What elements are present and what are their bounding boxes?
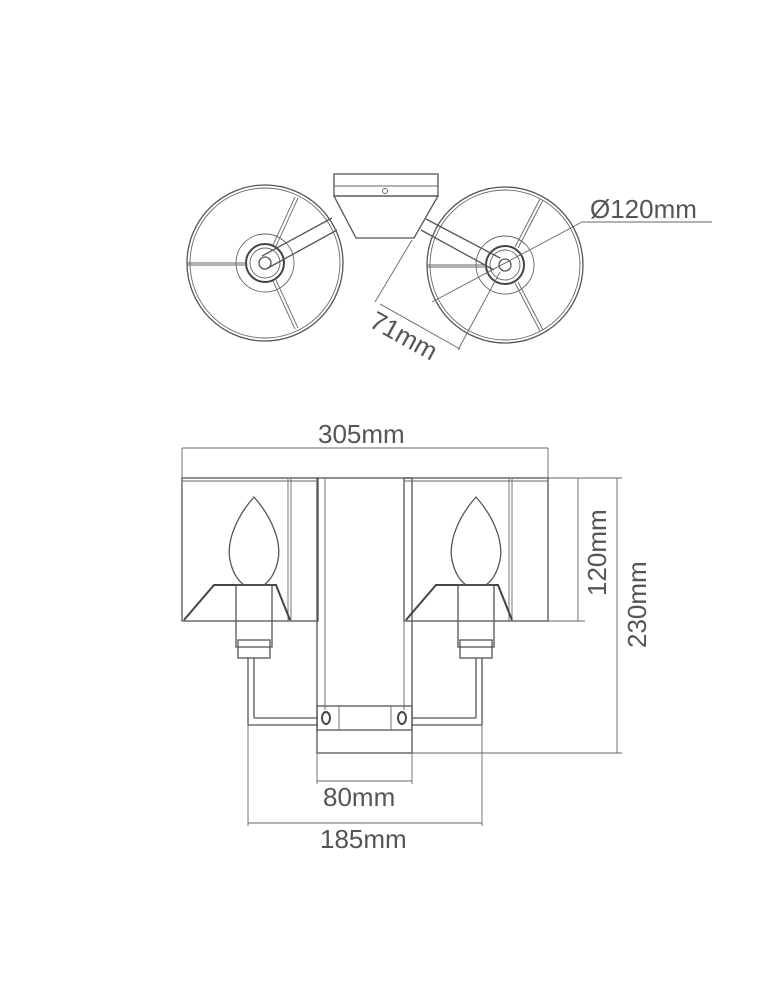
arm-offset-dimension	[374, 239, 501, 351]
right-shade-top	[420, 186, 712, 344]
backplate-front	[316, 477, 413, 754]
left-shade-front	[181, 477, 319, 726]
right-screw-icon	[397, 711, 407, 725]
top-view: Ø120mm 71mm	[186, 173, 712, 366]
left-screw-icon	[321, 711, 331, 725]
left-shade-top	[186, 184, 344, 342]
backplate-width-label: 80mm	[323, 782, 395, 812]
mount-plate-top	[333, 173, 439, 197]
arm-span-label: 185mm	[320, 824, 407, 854]
mount-base-top	[332, 195, 440, 239]
overall-width-label: 305mm	[318, 419, 405, 449]
arm-offset-label: 71mm	[365, 305, 443, 366]
overall-height-label: 230mm	[622, 561, 652, 648]
shade-height-label: 120mm	[582, 509, 612, 596]
left-bulb-icon	[228, 496, 280, 586]
right-bulb-icon	[450, 496, 502, 586]
right-shade-front	[403, 477, 549, 726]
front-view: 305mm	[181, 419, 652, 854]
shade-diameter-label: Ø120mm	[590, 194, 697, 224]
screw-hole-icon	[382, 188, 388, 194]
